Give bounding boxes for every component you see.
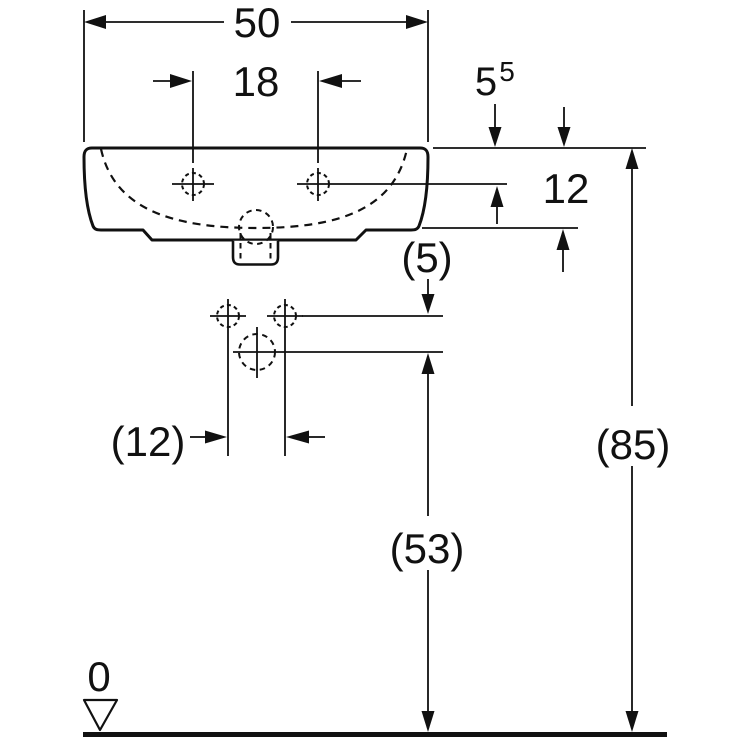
arrow-left-icon	[84, 15, 106, 29]
fixing-hole-left	[210, 299, 246, 456]
dim-drain-height: (53)	[390, 353, 465, 732]
arrow-up-icon	[625, 148, 639, 169]
arrow-down-icon	[488, 127, 502, 147]
drain-cover	[231, 240, 280, 266]
arrow-up-icon	[556, 229, 570, 250]
dim-overall-width-label: 50	[234, 0, 281, 46]
arrow-up-icon	[490, 186, 504, 207]
tap-hole-left	[172, 168, 214, 201]
dim-rim-to-tap: 5 5	[475, 56, 515, 224]
bowl-contour-dashed	[99, 148, 409, 230]
tap-hole-right	[297, 168, 507, 201]
arrow-left-icon	[319, 74, 342, 88]
dim-rim-height: (85)	[596, 148, 671, 732]
dim-tap-hole-spacing: 18	[153, 58, 361, 163]
dim-fixing-hole-spacing: (12)	[111, 418, 325, 465]
arrow-down-icon	[421, 294, 435, 314]
drain-outlet	[233, 327, 443, 378]
dim-basin-height: 12	[543, 107, 590, 272]
datum-triangle-icon	[82, 698, 119, 732]
fixing-hole-right	[267, 299, 303, 456]
arrow-left-icon	[286, 430, 309, 444]
datum-label: 0	[87, 653, 110, 700]
arrow-down-icon	[625, 711, 639, 732]
arrow-right-icon	[406, 15, 428, 29]
dim-overall-width: 50	[83, 0, 429, 142]
basin-outline	[82, 146, 430, 242]
arrow-down-icon	[557, 127, 571, 147]
dim-tap-to-fixing: (5)	[401, 234, 453, 314]
dim-drain-height-label: (53)	[390, 525, 465, 572]
basin	[82, 146, 430, 266]
dim-rim-height-label: (85)	[596, 421, 671, 468]
drain-hole-dashed	[238, 209, 274, 245]
dim-tap-hole-spacing-label: 18	[233, 58, 280, 105]
arrow-right-icon	[205, 430, 227, 444]
floor-datum: 0	[82, 653, 667, 737]
arrow-down-icon	[421, 711, 435, 732]
dim-basin-height-label: 12	[543, 165, 590, 212]
dim-fixing-hole-spacing-label: (12)	[111, 418, 186, 465]
dim-rim-to-tap-superscript: 5	[499, 56, 515, 87]
arrow-up-icon	[421, 353, 435, 374]
arrow-right-icon	[170, 74, 192, 88]
dim-rim-to-tap-label: 5	[475, 60, 497, 104]
dim-tap-to-fixing-label: (5)	[401, 234, 452, 281]
